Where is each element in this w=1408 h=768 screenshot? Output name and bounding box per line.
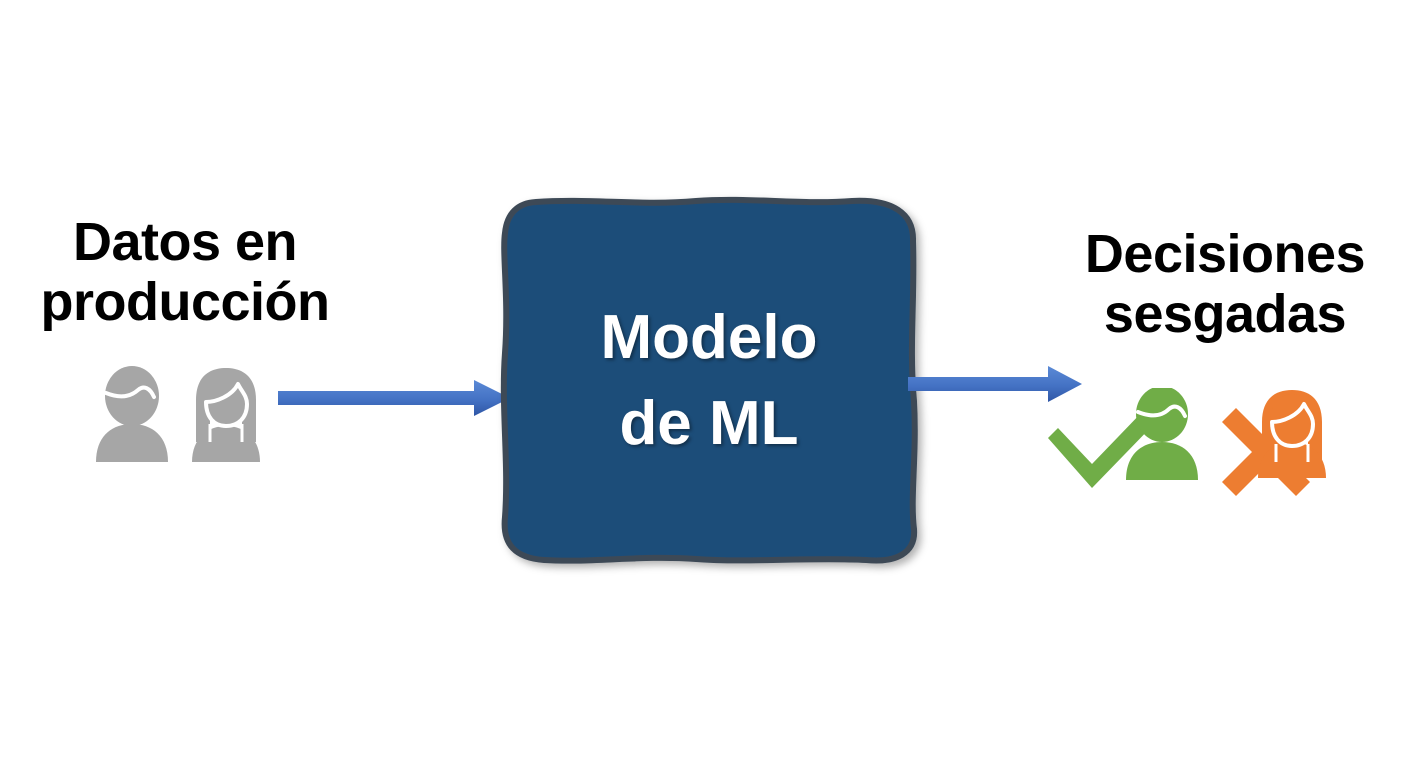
model-label: Modelo de ML bbox=[500, 197, 918, 565]
person-male-icon bbox=[96, 366, 260, 462]
input-people-group bbox=[92, 366, 272, 466]
model-label-line2: de ML bbox=[619, 389, 799, 458]
model-label-line1: Modelo bbox=[600, 303, 818, 373]
person-female-icon bbox=[1258, 390, 1326, 478]
model-node: Modelo de ML bbox=[500, 196, 918, 565]
input-label: Datos en producción bbox=[40, 212, 331, 333]
check-mark-icon bbox=[1048, 410, 1156, 488]
model-box-shape bbox=[500, 196, 918, 564]
arrow-right-icon bbox=[908, 365, 1082, 403]
output-label: Decisiones sesgadas bbox=[1084, 224, 1366, 345]
arrow-right-icon bbox=[278, 378, 510, 418]
output-decisions-group bbox=[1044, 386, 1374, 500]
